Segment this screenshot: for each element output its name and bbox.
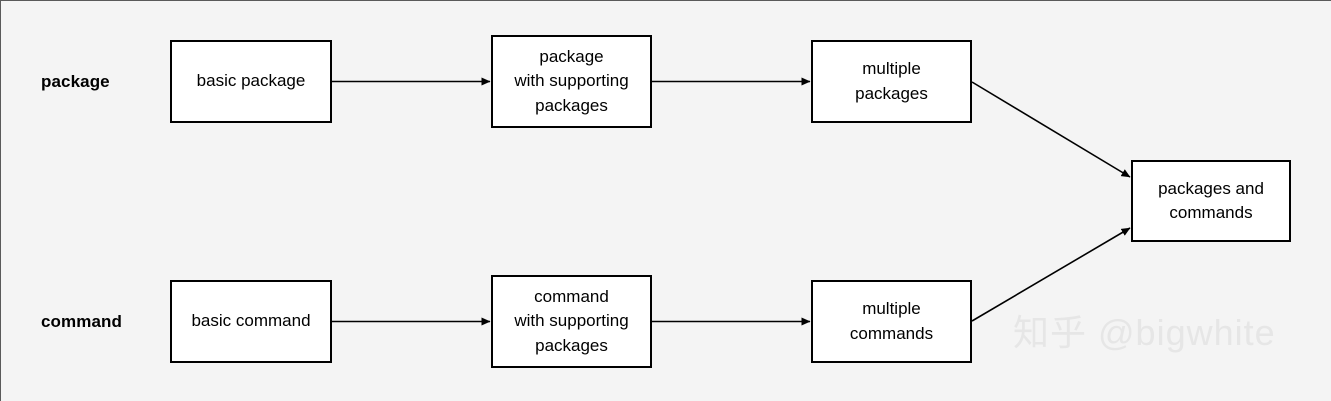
node-basic-command[interactable]: basic command bbox=[170, 280, 332, 363]
node-command-with-supporting-label: command with supporting packages bbox=[506, 285, 636, 357]
row-label-command-text: command bbox=[41, 312, 122, 331]
node-packages-and-commands-line-1: packages and bbox=[1158, 178, 1264, 198]
node-package-with-supporting[interactable]: package with supporting packages bbox=[491, 35, 652, 128]
edge-multiple-packages-to-packages-and-commands bbox=[971, 81, 1131, 178]
node-multiple-commands-line-1: multiple bbox=[862, 299, 921, 319]
node-multiple-commands[interactable]: multiple commands bbox=[811, 280, 972, 363]
node-package-with-supporting-line-3: packages bbox=[535, 95, 608, 115]
node-multiple-packages-line-1: multiple bbox=[862, 59, 921, 79]
node-basic-package-line-1: basic package bbox=[196, 71, 306, 91]
row-label-command: command bbox=[41, 312, 122, 332]
node-multiple-packages-line-2: packages bbox=[855, 83, 928, 103]
row-label-package-text: package bbox=[41, 72, 110, 91]
node-packages-and-commands-label: packages and commands bbox=[1150, 177, 1272, 225]
row-label-package: package bbox=[41, 72, 110, 92]
node-command-with-supporting-line-3: packages bbox=[535, 335, 608, 355]
node-package-with-supporting-line-1: package bbox=[539, 47, 604, 67]
node-basic-command-line-1: basic command bbox=[191, 311, 311, 331]
node-multiple-packages-label: multiple packages bbox=[847, 57, 936, 105]
node-package-with-supporting-line-2: with supporting bbox=[514, 71, 629, 91]
node-multiple-packages[interactable]: multiple packages bbox=[811, 40, 972, 123]
node-command-with-supporting[interactable]: command with supporting packages bbox=[491, 275, 652, 368]
node-basic-package[interactable]: basic package bbox=[170, 40, 332, 123]
node-command-with-supporting-line-2: with supporting bbox=[514, 311, 629, 331]
node-basic-package-label: basic package bbox=[189, 69, 314, 93]
node-package-with-supporting-label: package with supporting packages bbox=[506, 45, 636, 117]
node-multiple-commands-label: multiple commands bbox=[842, 297, 941, 345]
watermark: 知乎 @bigwhite bbox=[1013, 312, 1276, 353]
node-basic-command-label: basic command bbox=[183, 309, 318, 333]
node-command-with-supporting-line-1: command bbox=[534, 287, 609, 307]
node-packages-and-commands[interactable]: packages and commands bbox=[1131, 160, 1291, 242]
node-multiple-commands-line-2: commands bbox=[849, 323, 934, 343]
node-packages-and-commands-line-2: commands bbox=[1169, 203, 1253, 222]
